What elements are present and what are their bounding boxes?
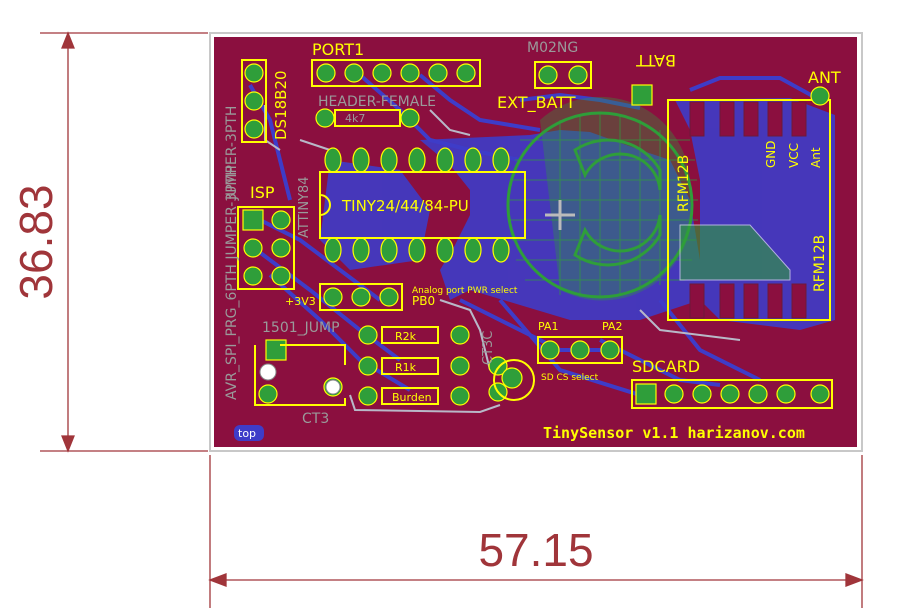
label-tiny-pu: TINY24/44/84-PU	[341, 197, 469, 215]
board-outline-traces	[264, 105, 741, 414]
label-r2k: R2k	[395, 330, 417, 343]
height-dimension-label: 36.83	[10, 184, 62, 299]
label-attiny84: ATTINY84	[297, 176, 312, 238]
label-m02ng: M02NG	[527, 40, 578, 56]
pads	[242, 63, 830, 406]
label-ant-pin: Ant	[809, 147, 823, 168]
board-outline	[209, 32, 863, 452]
label-rfm12b-vertical: RFM12B	[676, 155, 692, 212]
width-dimension-label: 57.15	[478, 524, 593, 576]
label-1501-jump: 1501_JUMP	[262, 320, 340, 336]
silkscreen-outlines	[237, 59, 833, 409]
battery-holder	[506, 96, 698, 301]
label-avr-spi: AVR_SPI_PRG_6PTH JUMPER-3PTH	[224, 165, 240, 400]
label-header-female: HEADER-FEMALE	[318, 94, 436, 110]
label-ds18b20: DS18B20	[272, 70, 290, 140]
label-top: top	[238, 427, 256, 440]
label-pa2: PA2	[602, 320, 622, 333]
label-ct3: CT3	[302, 411, 329, 427]
label-burden: Burden	[392, 391, 432, 404]
label-batt: BATT	[636, 51, 676, 70]
label-ext-batt: EXT_BATT	[497, 93, 576, 113]
label-plus3v3: +3V3	[285, 295, 316, 308]
label-rfm12b-vertical-2: RFM12B	[812, 235, 828, 292]
label-sd-cs: SD CS select	[541, 373, 599, 383]
label-ant: ANT	[808, 68, 841, 87]
label-analog-select: Analog port PWR select	[412, 286, 518, 296]
label-port1: PORT1	[312, 40, 364, 59]
label-vcc: VCC	[787, 143, 801, 168]
brand-label: TinySensor v1.1 harizanov.com	[543, 424, 805, 442]
label-4k7: 4k7	[345, 112, 365, 125]
label-sdcard: SDCARD	[632, 357, 700, 376]
label-ct3c: CT3C	[481, 331, 496, 365]
jack-hole-2	[325, 379, 341, 395]
label-jumper-3pth: JUMPER-3PTH	[224, 106, 240, 201]
label-pa1: PA1	[538, 320, 558, 333]
label-pb0: PB0	[412, 294, 435, 308]
rfm12b-module	[667, 99, 831, 321]
dimension-lines	[40, 31, 864, 608]
label-isp: ISP	[250, 183, 275, 202]
top-badge	[234, 425, 264, 441]
jack-hole	[259, 363, 277, 381]
label-gnd: GND	[764, 140, 778, 168]
label-r1k: R1k	[395, 361, 417, 374]
